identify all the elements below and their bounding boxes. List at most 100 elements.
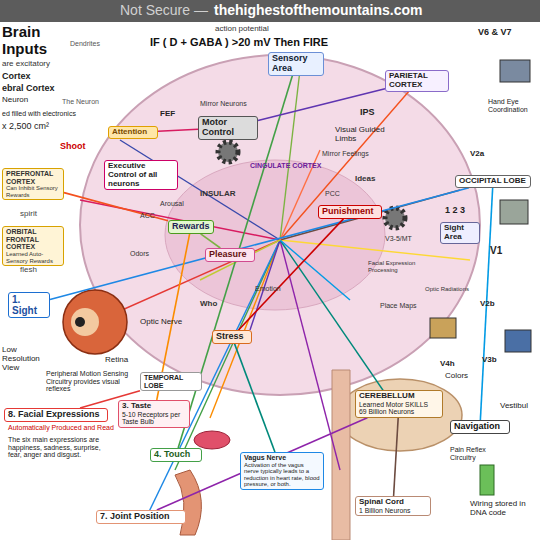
text-label: Dendrites (70, 40, 100, 48)
text-label: Mirror Neurons (200, 100, 247, 108)
node-heading: 3. Taste (122, 402, 186, 411)
node-heading: Vagus Nerve (244, 454, 320, 462)
node-body: Learned Auto-Sensory Rewards (6, 251, 60, 264)
region-box: Rewards (168, 220, 214, 234)
text-label: Cortex (2, 72, 31, 82)
region-box: Sight Area (440, 222, 480, 244)
text-label: FEF (160, 110, 175, 119)
text-label: Mirror Feelings (322, 150, 369, 158)
text-label: Pain Reflex Circuitry (450, 446, 510, 461)
region-box: TEMPORAL LOBE (140, 372, 202, 391)
node-body: 69 Billion Neurons (359, 408, 439, 415)
text-label: Who (200, 300, 217, 309)
text-label: The six main expressions are happiness, … (8, 436, 116, 459)
node-heading: Motor Control (202, 118, 254, 138)
eye-lens (71, 308, 99, 336)
nerve-wire (80, 200, 280, 240)
node-heading: Attention (112, 128, 154, 137)
text-label: V4h (440, 360, 455, 369)
node-heading: CEREBELLUM (359, 392, 439, 401)
text-label: IF ( D + GABA ) >20 mV Then FIRE (150, 36, 328, 48)
nerve-wire (280, 240, 340, 470)
text-label: V2b (480, 300, 495, 309)
region-box: ORBITAL FRONTAL CORTEXLearned Auto-Senso… (2, 226, 64, 266)
text-label: CINGULATE CORTEX (250, 162, 321, 170)
nerve-connector (157, 418, 368, 510)
nerve-wire (280, 70, 300, 240)
node-heading: Spinal Cord (359, 498, 427, 507)
text-label: ACC (140, 212, 155, 220)
region-box: 4. Touch (150, 448, 202, 462)
text-label: Automatically Produced and Read (8, 424, 114, 432)
node-heading: Executive Control of all neurons (108, 162, 174, 188)
region-box: 3. Taste5-10 Receptors per Taste Bulb (118, 400, 190, 428)
nerve-connector (50, 188, 469, 300)
node-heading: 7. Joint Position (100, 512, 182, 522)
text-label: Arousal (160, 200, 184, 208)
text-label: V2a (470, 150, 484, 159)
browser-bar (0, 0, 540, 22)
text-label: are excitatory (2, 60, 50, 69)
nerve-connector (64, 193, 168, 221)
text-label: Neuron (2, 96, 28, 105)
text-label: spirit (20, 210, 37, 219)
text-label: IPS (360, 108, 375, 118)
text-label: Optic Nerve (140, 318, 182, 327)
text-label: Peripheral Motion Sensing Circuitry prov… (46, 370, 141, 393)
nerve-wire (210, 240, 280, 418)
region-box: Sensory Area (268, 52, 324, 76)
cerebellum-shape (338, 379, 462, 451)
region-box: Pleasure (205, 248, 255, 262)
text-label: Emotion (255, 285, 281, 293)
picture-icon (500, 60, 530, 82)
region-box: OCCIPITAL LOBE (455, 175, 531, 188)
region-box: Navigation (450, 420, 510, 434)
text-label: Odors (130, 250, 149, 258)
text-label: action potential (215, 25, 269, 34)
text-label: Shoot (60, 142, 86, 152)
gear-icon (218, 142, 238, 162)
region-box: PARIETAL CORTEX (385, 70, 449, 92)
node-heading: 1. Sight (12, 294, 46, 316)
eye-pupil (75, 317, 85, 327)
text-label: Ideas (355, 175, 375, 184)
nerve-connector (258, 89, 385, 121)
node-heading: OCCIPITAL LOBE (459, 177, 527, 186)
picture-icon (430, 318, 456, 338)
nerve-wires (80, 70, 470, 520)
text-label: V6 & V7 (478, 28, 512, 38)
node-body: 1 Billion Neurons (359, 507, 427, 514)
node-heading: Sight Area (444, 224, 476, 242)
text-label: Place Maps (380, 302, 417, 310)
text-label: V3-5/MT (385, 235, 412, 243)
node-heading: Punishment (322, 207, 378, 217)
region-box: Executive Control of all neurons (104, 160, 178, 190)
region-box: 7. Joint Position (96, 510, 186, 524)
text-label: Not Secure — (120, 3, 208, 18)
text-label: Low Resolution View (2, 346, 42, 372)
text-label: ed filled with electronics (2, 110, 76, 118)
text-label: Facial Expression Processing (368, 260, 418, 273)
region-box: Spinal Cord1 Billion Neurons (355, 496, 431, 516)
text-label: V1 (490, 245, 502, 256)
node-heading: 4. Touch (154, 450, 198, 460)
node-heading: Rewards (172, 222, 210, 232)
node-body: Activation of the vagus nerve typically … (244, 462, 320, 488)
node-heading: Pleasure (209, 250, 251, 260)
text-label: Retina (105, 356, 128, 365)
nerve-connector (239, 219, 344, 330)
region-box: Attention (108, 126, 158, 139)
text-label: Visual Guided Limbs (335, 126, 395, 144)
nerve-connector (158, 129, 198, 131)
text-label: Wiring stored in DNA code (470, 500, 536, 518)
picture-icon (505, 330, 531, 352)
region-box: 1. Sight (8, 292, 50, 318)
node-heading: Navigation (454, 422, 506, 432)
region-box: Stress (212, 330, 252, 344)
text-label: V3b (482, 356, 497, 365)
node-heading: Stress (216, 332, 248, 342)
node-heading: PARIETAL CORTEX (389, 72, 445, 90)
